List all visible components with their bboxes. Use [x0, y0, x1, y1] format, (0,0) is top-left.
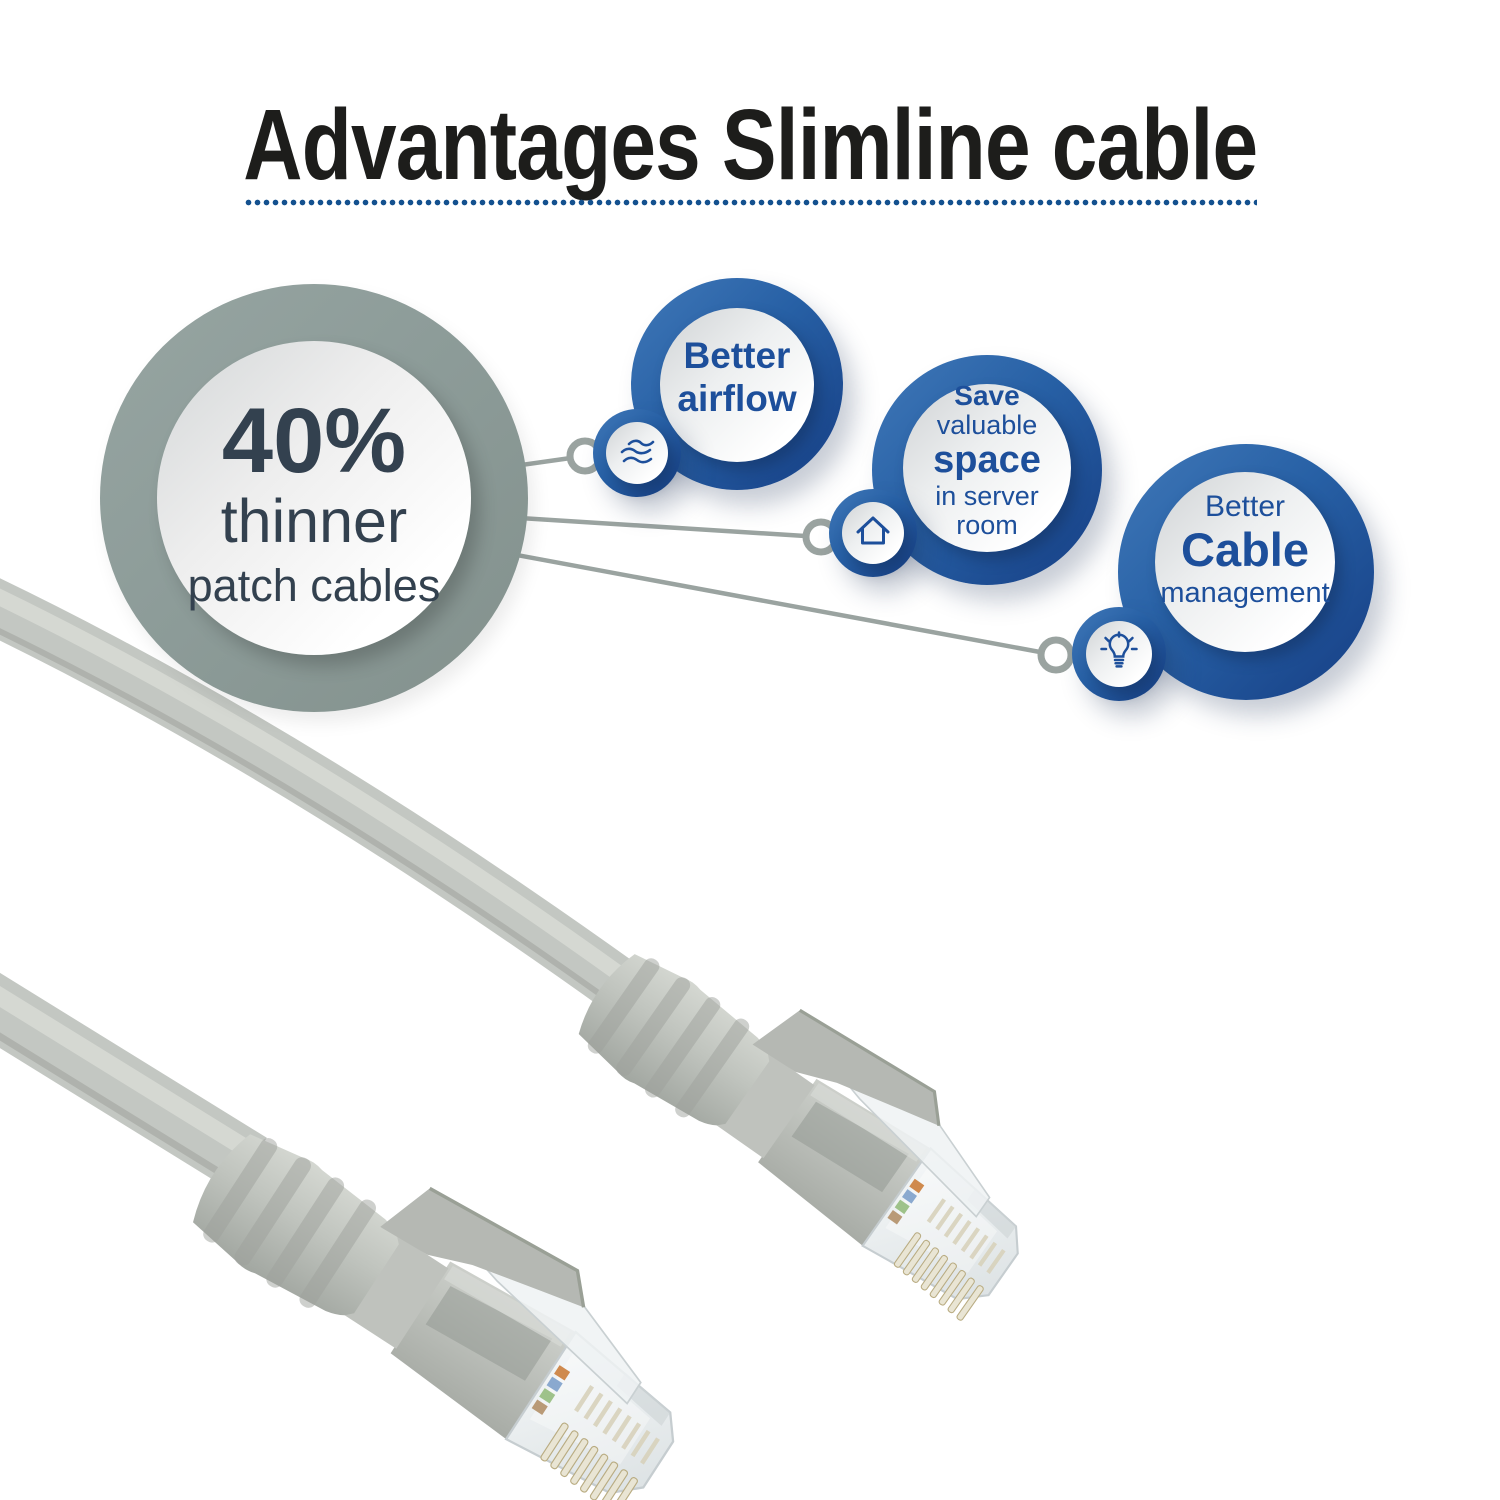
dotted-divider-line	[245, 199, 1257, 206]
stat-value: 40%	[221, 389, 407, 492]
header: Advantages Slimline cable	[0, 95, 1500, 195]
airflow-icon-circle	[606, 422, 668, 484]
bubble-line: Better	[683, 335, 791, 377]
bubble-line: in server	[935, 481, 1039, 511]
cable-lower	[0, 972, 267, 1194]
bubble-line: Better	[1204, 490, 1286, 524]
bubble-better-airflow-face: Better airflow	[660, 308, 814, 462]
airflow-waves-icon	[620, 439, 655, 464]
cable-upper	[0, 578, 642, 1015]
bubble-line: room	[956, 510, 1018, 541]
bubble-line: airflow	[677, 378, 797, 419]
lightbulb-icon-circle	[1086, 621, 1152, 687]
page-title: Advantages Slimline cable	[242, 89, 1258, 201]
lightbulb-icon	[1100, 631, 1138, 668]
bubble-line: management	[1160, 576, 1330, 609]
home-icon-circle	[842, 502, 904, 564]
bubble-line: Save	[954, 379, 1020, 411]
home-icon	[856, 516, 890, 545]
bubble-cable-management-face: Better Cable management	[1155, 472, 1335, 652]
bubble-line: Cable	[1181, 523, 1309, 577]
bubble-line: space	[933, 439, 1041, 482]
stat-label: thinner	[220, 487, 408, 556]
connector-ring-management	[1037, 636, 1075, 674]
bubble-save-space-face: Save valuable space in server room	[903, 380, 1071, 552]
stat-circle: 40% thinner patch cables	[157, 341, 471, 655]
stat-label2: patch cables	[187, 559, 441, 611]
bubble-line: valuable	[936, 410, 1038, 441]
